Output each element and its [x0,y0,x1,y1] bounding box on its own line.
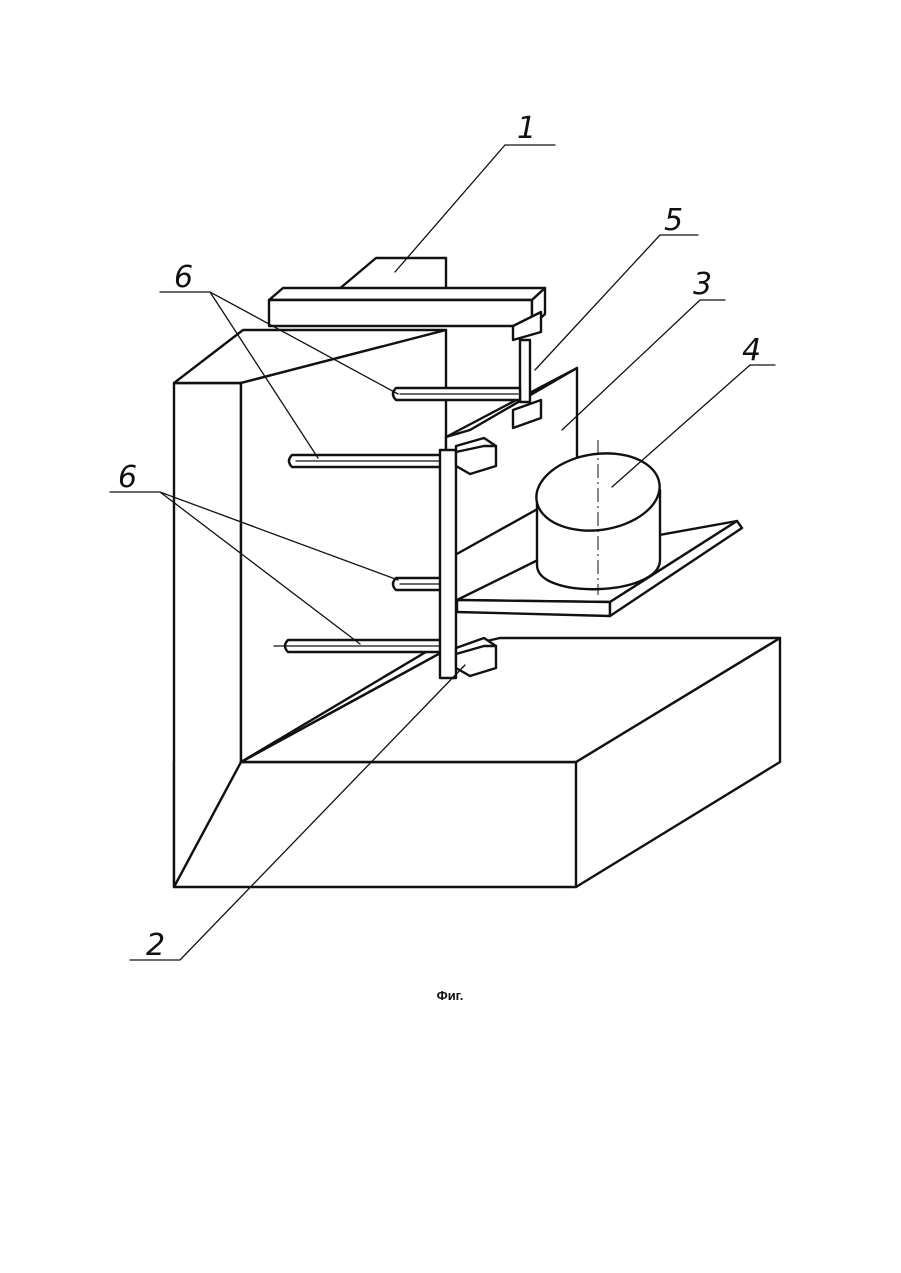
figure-caption: Фиг. [437,988,464,1003]
label-6-bottom: 6 [118,460,137,495]
label-3: 3 [693,267,712,302]
label-2: 2 [146,928,165,963]
label-5: 5 [664,203,683,238]
upper-beam [269,288,545,326]
link-5 [513,312,541,428]
label-6-top: 6 [174,260,193,295]
label-1: 1 [517,111,536,146]
top-block-1 [338,258,446,290]
label-4: 4 [742,333,761,368]
